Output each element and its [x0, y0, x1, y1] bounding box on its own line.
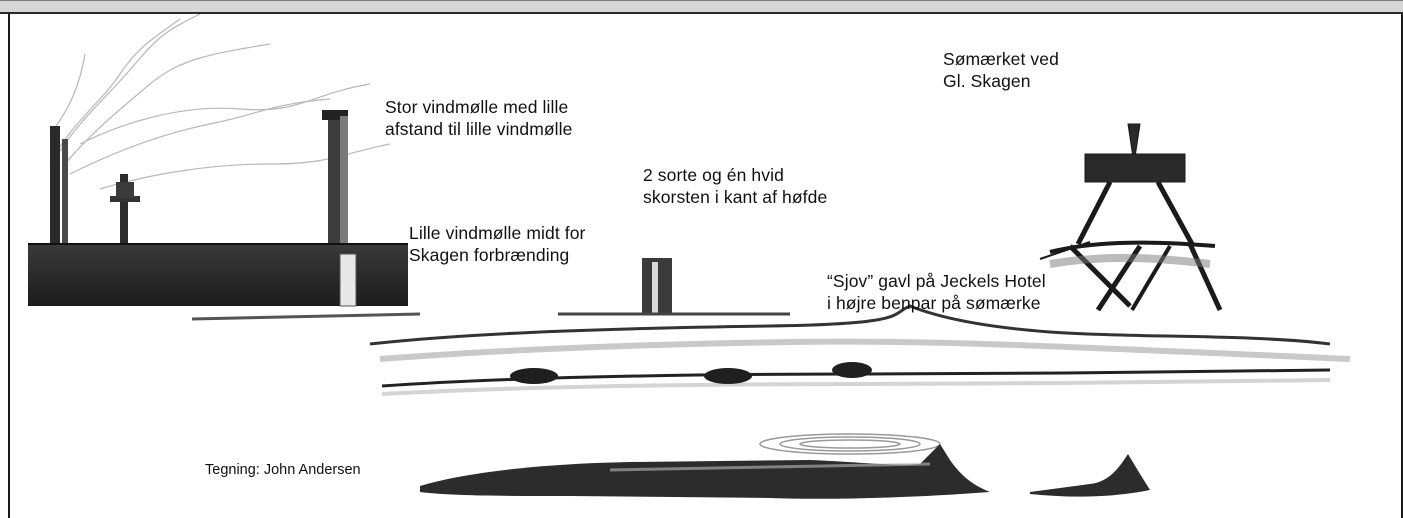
gable-label-line2: i højre benpar på sømærke — [827, 292, 1046, 314]
drawing-credit: Tegning: John Andersen — [205, 462, 361, 478]
sea-mark-beacon — [1040, 124, 1220, 310]
top-frame-bar — [0, 0, 1403, 14]
gable-label-line1: “Sjov” gavl på Jeckels Hotel — [827, 270, 1046, 292]
foreground-wreck — [420, 444, 1150, 499]
chimneys-label: 2 sorte og én hvid skorsten i kant af hø… — [643, 164, 827, 208]
chimneys-label-line2: skorsten i kant af høfde — [643, 186, 827, 208]
large-windmill-label-line1: Stor vindmølle med lille — [385, 96, 573, 118]
gable-label: “Sjov” gavl på Jeckels Hotel i højre ben… — [827, 270, 1046, 314]
sea-mark-label-line2: Gl. Skagen — [943, 70, 1059, 92]
sea-mark-label-line1: Sømærket ved — [943, 48, 1059, 70]
small-windmill-label: Lille vindmølle midt for Skagen forbrænd… — [409, 222, 585, 266]
sea-mark-label: Sømærket ved Gl. Skagen — [943, 48, 1059, 92]
small-windmill-label-line2: Skagen forbrænding — [409, 244, 585, 266]
pencil-sketch-illustration — [10, 14, 1401, 518]
chimneys-on-pier — [558, 258, 790, 314]
chimneys-label-line1: 2 sorte og én hvid — [643, 164, 827, 186]
small-windmill-label-line1: Lille vindmølle midt for — [409, 222, 585, 244]
large-windmill-label: Stor vindmølle med lille afstand til lil… — [385, 96, 573, 140]
water-ripples — [760, 434, 940, 454]
large-windmill-label-line2: afstand til lille vindmølle — [385, 118, 573, 140]
